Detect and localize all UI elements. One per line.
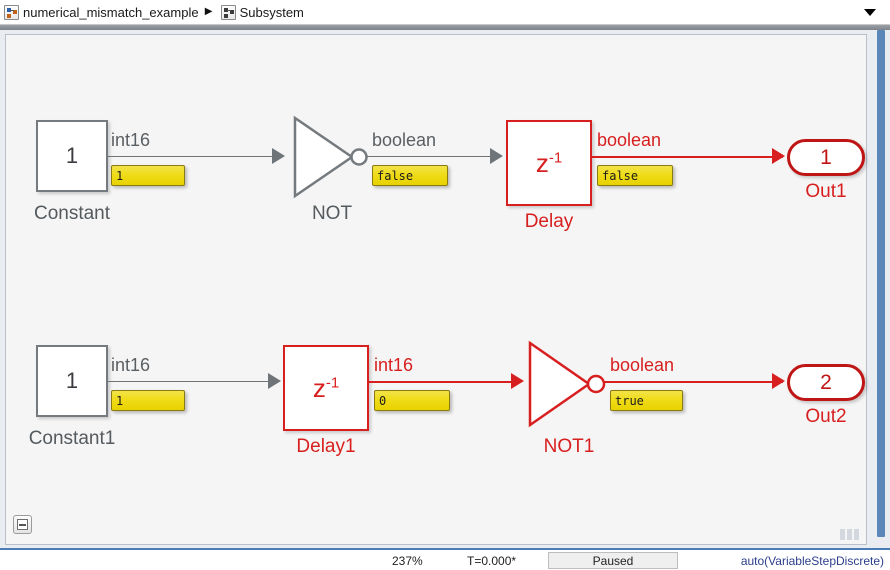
status-run-state[interactable]: Paused: [548, 552, 678, 569]
signal-type-delay1-out: int16: [374, 355, 414, 375]
signal-type-not1-out: boolean: [610, 355, 675, 375]
signal-type-delay-out: boolean: [597, 130, 662, 150]
block-delay-value: z-1: [535, 148, 563, 178]
block-delay[interactable]: z-1: [506, 120, 592, 206]
toolbar-divider: [0, 25, 890, 30]
wire-constant-to-not[interactable]: [108, 156, 276, 157]
port-value-constant1-out: 1: [111, 390, 185, 411]
block-constant-label: Constant: [33, 203, 111, 224]
canvas-area: 1 Constant int16 1 NOT boolean false z-1…: [0, 30, 890, 548]
breadcrumb-bar: numerical_mismatch_example ▶ Subsystem: [0, 0, 890, 25]
block-not-label: NOT: [311, 203, 353, 224]
block-constant-value: 1: [65, 143, 79, 168]
wire-delay-to-out1[interactable]: [590, 156, 783, 158]
port-value-delay1-out: 0: [374, 390, 450, 411]
vertical-scrollbar[interactable]: [872, 30, 890, 541]
status-bar: 237% T=0.000* Paused auto(VariableStepDi…: [0, 548, 890, 570]
wire-constant1-to-delay1[interactable]: [108, 381, 272, 382]
breadcrumb-separator-icon: ▶: [204, 6, 213, 17]
block-constant1-label: Constant1: [28, 428, 116, 449]
block-delay1-label: Delay1: [296, 436, 356, 457]
block-not1-label: NOT1: [543, 436, 595, 457]
resize-grip-icon[interactable]: [840, 529, 862, 540]
block-out1-label: Out1: [805, 181, 847, 202]
block-out1[interactable]: 1: [787, 139, 865, 176]
block-out2-value: 2: [820, 370, 832, 394]
subsystem-icon: [4, 4, 19, 20]
port-value-constant-out: 1: [111, 165, 185, 186]
wire-arrow-into-out2: [772, 373, 785, 389]
breadcrumb-item-model[interactable]: numerical_mismatch_example: [0, 0, 201, 25]
port-value-not-out: false: [372, 165, 448, 186]
wire-arrow-into-not1: [511, 373, 524, 389]
block-out1-value: 1: [820, 145, 832, 169]
block-delay1[interactable]: z-1: [283, 345, 369, 431]
wire-delay1-to-not1[interactable]: [367, 381, 515, 383]
breadcrumb-item-subsystem[interactable]: Subsystem: [217, 0, 306, 25]
subsystem-icon: [220, 4, 236, 20]
block-delay-label: Delay: [524, 211, 574, 232]
wire-arrow-into-delay: [490, 148, 503, 164]
wire-not-to-delay[interactable]: [366, 156, 494, 157]
block-out2-label: Out2: [805, 406, 847, 427]
signal-type-constant1-out: int16: [111, 355, 151, 375]
wire-arrow-into-not: [272, 148, 285, 164]
wire-arrow-into-out1: [772, 148, 785, 164]
block-out2[interactable]: 2: [787, 364, 865, 401]
wire-not1-to-out2[interactable]: [603, 381, 783, 383]
dropdown-caret-icon[interactable]: [864, 9, 876, 16]
block-constant1[interactable]: 1: [36, 345, 108, 417]
block-constant1-value: 1: [65, 368, 79, 393]
block-constant[interactable]: 1: [36, 120, 108, 192]
collapse-minus-icon[interactable]: [13, 515, 32, 534]
port-value-not1-out: true: [610, 390, 683, 411]
block-delay1-value: z-1: [312, 373, 340, 403]
signal-type-constant-out: int16: [111, 130, 151, 150]
block-not[interactable]: [290, 114, 374, 200]
wire-arrow-into-delay1: [268, 373, 281, 389]
status-zoom-level: 237%: [392, 554, 423, 568]
breadcrumb-label-subsystem: Subsystem: [239, 4, 304, 20]
block-not1[interactable]: [525, 339, 613, 429]
status-solver[interactable]: auto(VariableStepDiscrete): [740, 554, 884, 568]
model-canvas[interactable]: 1 Constant int16 1 NOT boolean false z-1…: [5, 34, 867, 545]
vertical-scrollbar-thumb[interactable]: [877, 30, 885, 537]
status-simulation-time: T=0.000*: [467, 554, 517, 568]
port-value-delay-out: false: [597, 165, 673, 186]
breadcrumb-label-model: numerical_mismatch_example: [23, 4, 199, 20]
signal-type-not-out: boolean: [372, 130, 437, 150]
